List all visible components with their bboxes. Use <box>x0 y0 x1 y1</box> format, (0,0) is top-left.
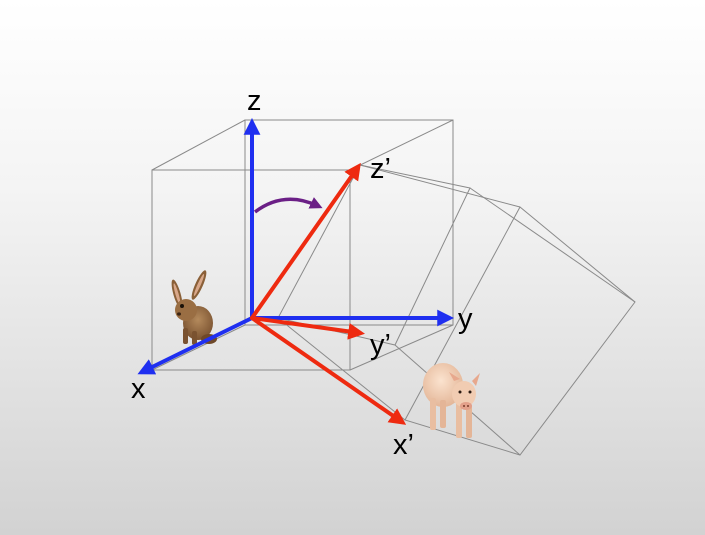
y-prime-axis-label: y’ <box>370 329 391 361</box>
rabbit-image <box>169 269 217 345</box>
x-axis-label: x <box>131 373 146 405</box>
x-prime-axis-label: x’ <box>393 429 414 461</box>
z-axis-label: z <box>247 85 262 117</box>
pig-image <box>423 363 480 438</box>
rotated-cube-edge <box>470 188 635 302</box>
rotated-axes <box>252 167 402 422</box>
cube-back-face <box>245 120 453 325</box>
cube-edge <box>350 120 453 170</box>
rotation-arrow <box>255 199 318 212</box>
cube-edge <box>152 120 245 170</box>
z-prime-axis-arrow <box>252 167 358 318</box>
z-prime-axis-label: z’ <box>370 153 391 185</box>
y-axis-label: y <box>458 303 473 335</box>
